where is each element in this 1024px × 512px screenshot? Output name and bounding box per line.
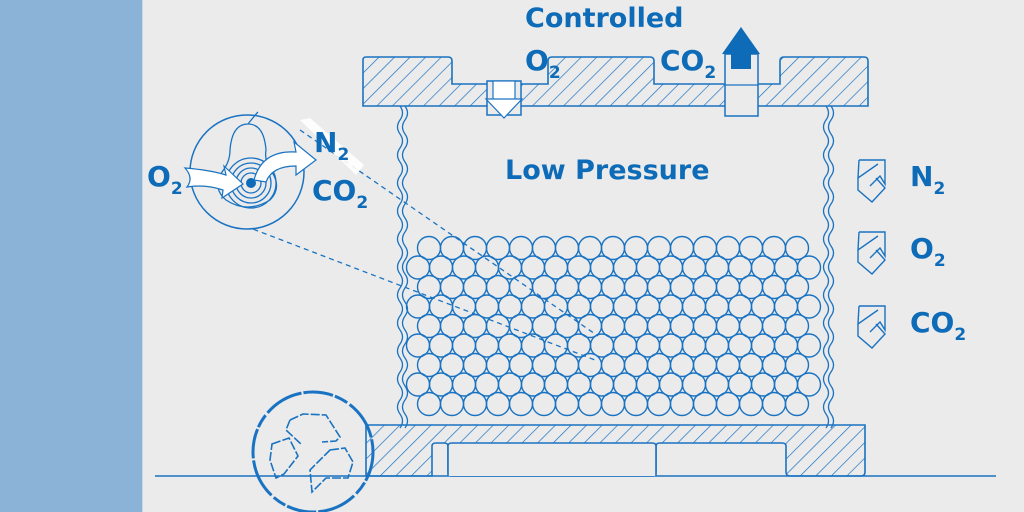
product-item	[577, 391, 603, 417]
respiration-inset	[183, 111, 364, 230]
product-item	[715, 391, 741, 417]
product-stack	[405, 235, 822, 417]
flexible-film-walls	[396, 105, 835, 429]
co2-outlet-valve	[722, 27, 760, 117]
zoom-guide-lines	[244, 129, 599, 361]
recycle-stamp-icon	[251, 390, 375, 512]
lid	[362, 56, 869, 107]
product-item	[784, 274, 810, 300]
co2-out-arrow-icon	[722, 27, 760, 69]
sidebar-panel	[0, 0, 143, 512]
product-item	[784, 235, 810, 261]
product-item	[600, 391, 626, 417]
gas-subscript: 2	[933, 179, 945, 199]
product-item	[531, 391, 557, 417]
diffusion-arrow-icon	[857, 159, 886, 203]
gas-symbol: O	[910, 232, 934, 265]
permeation-label: CO2	[910, 306, 966, 345]
product-item	[796, 294, 822, 319]
gas-symbol: N	[910, 160, 933, 193]
permeation-label: O2	[910, 232, 946, 271]
inset-o2-label: O2	[147, 160, 183, 199]
product-item	[623, 391, 649, 417]
product-item	[646, 391, 672, 417]
inset-n2-label: N2	[314, 126, 349, 165]
controlled-title: Controlled	[525, 3, 684, 34]
product-item	[784, 352, 810, 378]
product-item	[462, 391, 488, 417]
gas-out-arrow-icon	[253, 140, 317, 183]
gas-symbol: CO	[910, 306, 954, 339]
pear-respiration-icon	[217, 111, 278, 208]
product-item	[784, 391, 810, 417]
product-item	[692, 391, 718, 417]
product-item	[796, 333, 822, 358]
product-item	[416, 391, 442, 417]
product-item	[796, 255, 822, 280]
o2-inlet-valve	[484, 80, 524, 119]
top-o2-label: O2	[525, 44, 561, 83]
top-co2-label: CO2	[660, 44, 716, 83]
product-item	[738, 391, 764, 417]
o2-in-arrow-icon	[183, 164, 244, 200]
film-wave	[827, 105, 835, 429]
low-pressure-label: Low Pressure	[505, 155, 710, 186]
film-wave	[396, 105, 404, 429]
product-item	[508, 391, 534, 417]
product-item	[796, 372, 822, 397]
diffusion-arrow-icon	[857, 231, 886, 275]
gas-subscript: 2	[954, 325, 966, 345]
inset-co2-label: CO2	[312, 174, 368, 213]
product-item	[669, 391, 695, 417]
film-wave	[401, 105, 409, 429]
product-item	[784, 313, 810, 339]
product-item	[554, 391, 580, 417]
product-item	[485, 391, 511, 417]
gas-subscript: 2	[934, 251, 946, 271]
diffusion-arrow-icon	[857, 305, 886, 349]
product-item	[761, 391, 787, 417]
product-item	[439, 391, 465, 417]
permeation-label: N2	[910, 160, 945, 199]
film-wave	[822, 105, 830, 429]
